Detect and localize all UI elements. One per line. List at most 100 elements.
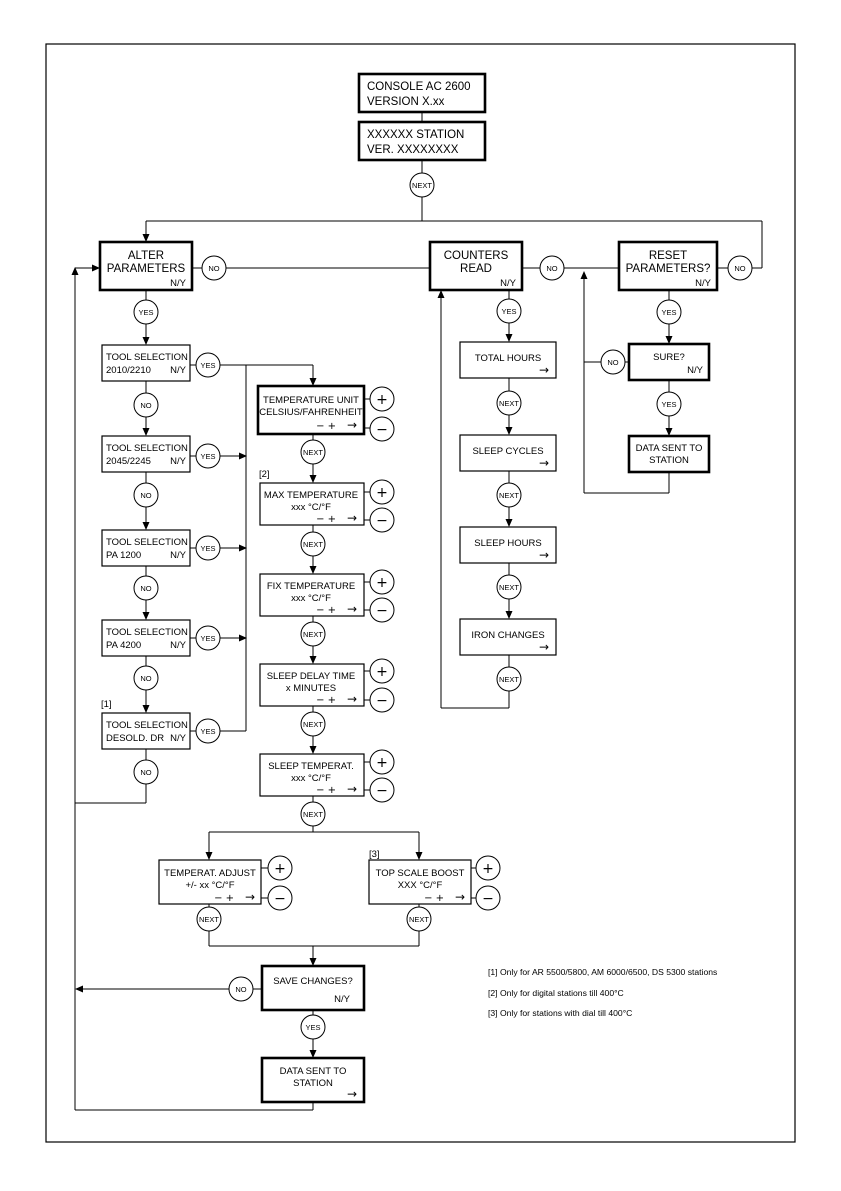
sleep-temp-plus-button[interactable]: +: [369, 749, 395, 775]
svg-text:NEXT: NEXT: [199, 915, 219, 924]
svg-text:−: −: [376, 422, 388, 438]
counters-no-button[interactable]: NO: [539, 255, 565, 281]
tool4-no-button[interactable]: NO: [133, 665, 159, 691]
sure-no-button[interactable]: NO: [600, 349, 626, 375]
tool2-no-button[interactable]: NO: [133, 482, 159, 508]
svg-text:NO: NO: [140, 491, 151, 500]
svg-text:NO: NO: [140, 674, 151, 683]
next-delay-button[interactable]: NEXT: [300, 711, 326, 737]
svg-text:YES: YES: [661, 400, 676, 409]
svg-text:→: →: [347, 1087, 357, 1101]
tool1-no-button[interactable]: NO: [133, 392, 159, 418]
note-3: [3] Only for stations with dial till 400…: [488, 1008, 632, 1018]
svg-text:− +: − +: [316, 695, 336, 706]
svg-text:TOOL SELECTION: TOOL SELECTION: [106, 537, 188, 548]
svg-text:N/Y: N/Y: [500, 278, 517, 289]
next-iron-changes-button[interactable]: NEXT: [496, 666, 522, 692]
adjust-plus-button[interactable]: +: [267, 855, 293, 881]
save-changes-box: SAVE CHANGES? N/Y: [260, 964, 366, 1012]
svg-text:N/Y: N/Y: [170, 550, 187, 561]
tool1-yes-button[interactable]: YES: [195, 352, 221, 378]
reset-data-sent-box: DATA SENT TO STATION: [627, 434, 711, 474]
tool3-no-button[interactable]: NO: [133, 575, 159, 601]
svg-text:NEXT: NEXT: [303, 540, 323, 549]
next-sleep-cycles-button[interactable]: NEXT: [496, 482, 522, 508]
svg-text:TOP SCALE BOOST: TOP SCALE BOOST: [376, 868, 465, 879]
svg-text:NO: NO: [607, 358, 618, 367]
svg-text:−: −: [376, 513, 388, 529]
svg-text:−: −: [376, 693, 388, 709]
svg-text:TOOL SELECTION: TOOL SELECTION: [106, 352, 188, 363]
svg-text:YES: YES: [501, 307, 516, 316]
alter-parameters-box: ALTER PARAMETERS N/Y: [98, 240, 194, 292]
next-boost-button[interactable]: NEXT: [406, 906, 432, 932]
next-max-button[interactable]: NEXT: [300, 531, 326, 557]
adjust-minus-button[interactable]: −: [267, 885, 293, 911]
tool-selection-pa4200-box: TOOL SELECTION PA 4200 N/Y: [101, 619, 191, 657]
delay-plus-button[interactable]: +: [369, 658, 395, 684]
sleep-temp-minus-button[interactable]: −: [369, 777, 395, 803]
sure-yes-button[interactable]: YES: [656, 391, 682, 417]
tool2-yes-button[interactable]: YES: [195, 443, 221, 469]
svg-text:NEXT: NEXT: [303, 720, 323, 729]
next-sleep-temp-button[interactable]: NEXT: [300, 801, 326, 827]
svg-text:−: −: [376, 603, 388, 619]
svg-text:N/Y: N/Y: [334, 994, 351, 1005]
tool3-yes-button[interactable]: YES: [195, 535, 221, 561]
svg-text:YES: YES: [200, 634, 215, 643]
tool4-yes-button[interactable]: YES: [195, 625, 221, 651]
svg-text:PARAMETERS?: PARAMETERS?: [626, 263, 711, 275]
svg-text:− +: − +: [316, 421, 336, 432]
svg-text:YES: YES: [661, 308, 676, 317]
svg-text:→: →: [455, 890, 465, 904]
fix-minus-button[interactable]: −: [369, 597, 395, 623]
next-fix-button[interactable]: NEXT: [300, 621, 326, 647]
console-version: VERSION X.xx: [367, 96, 445, 108]
svg-text:SAVE CHANGES?: SAVE CHANGES?: [273, 976, 353, 987]
fix-plus-button[interactable]: +: [369, 569, 395, 595]
unit-minus-button[interactable]: −: [369, 416, 395, 442]
unit-plus-button[interactable]: +: [369, 386, 395, 412]
svg-text:IRON CHANGES: IRON CHANGES: [471, 630, 544, 641]
svg-text:NEXT: NEXT: [499, 675, 519, 684]
next-adjust-button[interactable]: NEXT: [196, 906, 222, 932]
tool5-yes-button[interactable]: YES: [195, 718, 221, 744]
reset-no-button[interactable]: NO: [727, 255, 753, 281]
svg-text:CELSIUS/FAHRENHEIT: CELSIUS/FAHRENHEIT: [259, 407, 363, 418]
next-unit-button[interactable]: NEXT: [300, 439, 326, 465]
svg-text:→: →: [347, 782, 357, 796]
reset-yes-button[interactable]: YES: [656, 299, 682, 325]
svg-text:N/Y: N/Y: [170, 733, 187, 744]
svg-text:N/Y: N/Y: [170, 640, 187, 651]
alter-no-button[interactable]: NO: [201, 255, 227, 281]
svg-text:→: →: [347, 692, 357, 706]
svg-text:DATA SENT TO: DATA SENT TO: [636, 443, 703, 454]
svg-text:SLEEP DELAY TIME: SLEEP DELAY TIME: [267, 671, 356, 682]
save-no-button[interactable]: NO: [228, 976, 254, 1002]
boost-minus-button[interactable]: −: [475, 885, 501, 911]
alter-yes-button[interactable]: YES: [133, 299, 159, 325]
boost-plus-button[interactable]: +: [475, 855, 501, 881]
svg-text:YES: YES: [200, 452, 215, 461]
svg-text:NEXT: NEXT: [412, 181, 432, 190]
tool5-no-button[interactable]: NO: [133, 759, 159, 785]
svg-text:+: +: [376, 755, 388, 771]
svg-text:N/Y: N/Y: [170, 456, 187, 467]
counters-yes-button[interactable]: YES: [496, 298, 522, 324]
svg-text:→: →: [539, 363, 549, 377]
next-button[interactable]: NEXT: [409, 172, 435, 198]
max-plus-button[interactable]: +: [369, 479, 395, 505]
svg-text:TEMPERAT. ADJUST: TEMPERAT. ADJUST: [164, 868, 256, 879]
svg-text:YES: YES: [138, 308, 153, 317]
svg-text:XXX °C/°F: XXX °C/°F: [398, 880, 443, 891]
reset-parameters-box: RESET PARAMETERS? N/Y: [617, 240, 719, 292]
next-total-hours-button[interactable]: NEXT: [496, 390, 522, 416]
next-sleep-hours-button[interactable]: NEXT: [496, 574, 522, 600]
max-minus-button[interactable]: −: [369, 507, 395, 533]
fix-temperature-box: FIX TEMPERATURE xxx °C/°F − + →: [259, 573, 365, 617]
save-yes-button[interactable]: YES: [300, 1014, 326, 1040]
delay-minus-button[interactable]: −: [369, 687, 395, 713]
svg-text:+: +: [376, 392, 388, 408]
svg-text:− +: − +: [316, 514, 336, 525]
